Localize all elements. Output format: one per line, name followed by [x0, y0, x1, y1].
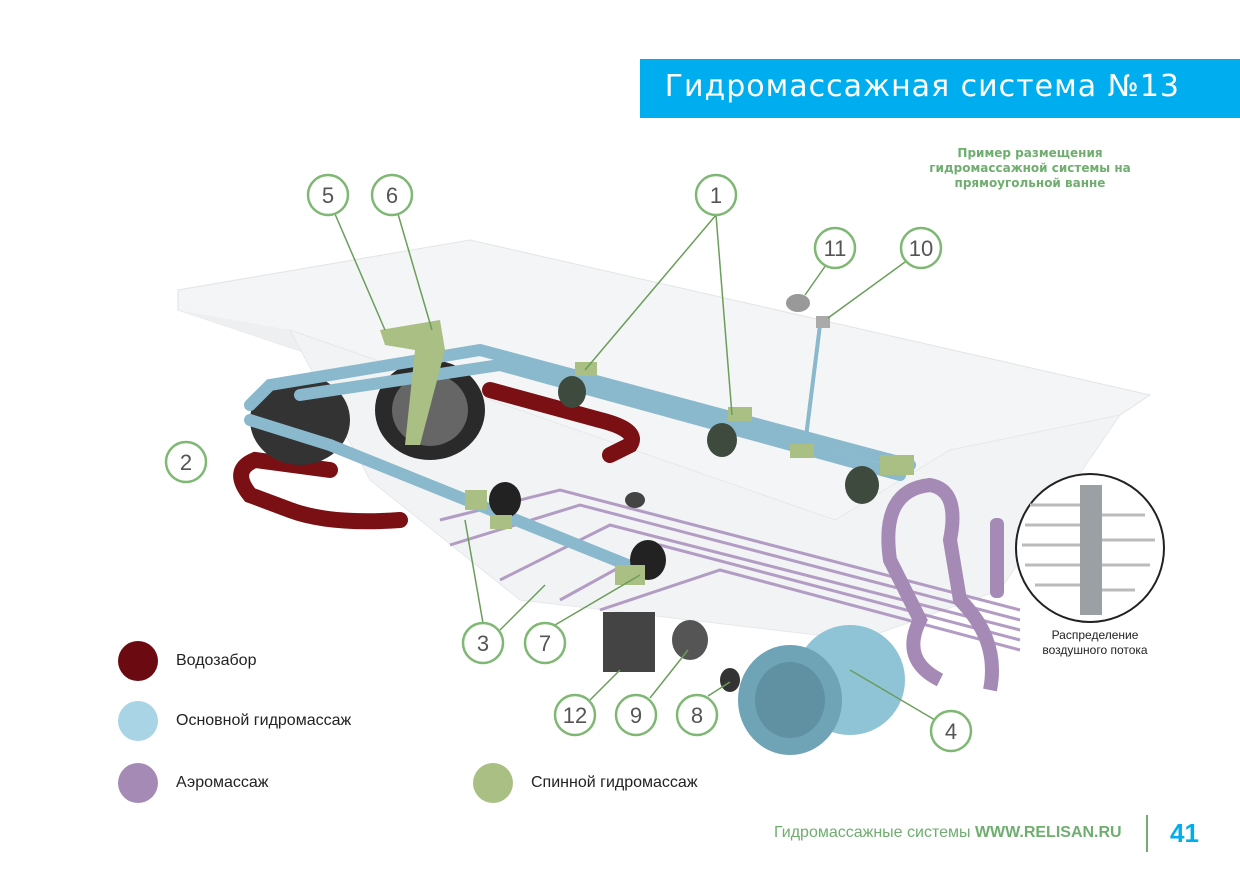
page-number: 41 — [1170, 818, 1199, 848]
leader-lines — [334, 213, 936, 721]
note-line: Пример размещения — [957, 146, 1103, 160]
callout-3: 3 — [477, 631, 489, 656]
footer: Гидромассажные системы WWW.RELISAN.RU — [774, 824, 1122, 842]
callout-4: 4 — [945, 719, 957, 744]
callout-6: 6 — [386, 183, 398, 208]
pneumo-line — [803, 324, 822, 446]
callout-7: 7 — [539, 631, 551, 656]
legend-water-intake: Водозабор — [118, 641, 256, 681]
legend-label: Водозабор — [176, 652, 257, 669]
control-box — [603, 612, 655, 672]
main-massage-pipes — [244, 343, 916, 576]
legend-label: Аэромассаж — [176, 774, 269, 791]
air-loop-pipe — [881, 477, 999, 692]
placement-note: Пример размещения гидромассажной системы… — [920, 146, 1140, 191]
note-line: прямоугольной ванне — [954, 176, 1106, 190]
callout-12: 12 — [563, 703, 587, 728]
air-collector — [990, 518, 1004, 598]
sensor — [720, 668, 740, 692]
page-title: Гидромассажная система №13 — [664, 69, 1180, 104]
inset-caption: Распределение воздушного потока — [1010, 628, 1180, 658]
inset-caption-line: Распределение — [1051, 628, 1139, 642]
legend-aeromassage: Аэромассаж — [118, 763, 268, 803]
blower — [738, 625, 905, 755]
callout-1: 1 — [710, 183, 722, 208]
legend-swatch — [118, 641, 158, 681]
footer-text: Гидромассажные системы — [774, 824, 971, 841]
callout-9: 9 — [630, 703, 642, 728]
pneumo-button — [816, 316, 830, 328]
legend-swatch — [118, 763, 158, 803]
callout-2: 2 — [180, 450, 192, 475]
back-massage-elements — [380, 320, 914, 585]
title-bar: Гидромассажная система №13 — [640, 59, 1240, 118]
callout-5: 5 — [322, 183, 334, 208]
button — [786, 294, 810, 312]
callout-markers — [164, 173, 973, 753]
legend-swatch — [473, 763, 513, 803]
legend-main-massage: Основной гидромассаж — [118, 701, 351, 741]
air-valve — [672, 620, 708, 660]
legend-swatch — [118, 701, 158, 741]
water-intake-pipes — [233, 382, 640, 530]
legend-label: Спинной гидромассаж — [531, 774, 698, 791]
callout-10: 10 — [909, 236, 933, 261]
air-distribution-inset — [1015, 473, 1165, 623]
legend-label: Основной гидромассаж — [176, 712, 352, 729]
callout-8: 8 — [691, 703, 703, 728]
inset-caption-line: воздушного потока — [1042, 643, 1148, 657]
callout-11: 11 — [824, 236, 847, 261]
note-line: гидромассажной системы на — [929, 161, 1131, 175]
legend-back-massage: Спинной гидромассаж — [473, 763, 698, 803]
footer-site-link[interactable]: WWW.RELISAN.RU — [974, 824, 1122, 841]
footer-divider — [1146, 815, 1148, 852]
